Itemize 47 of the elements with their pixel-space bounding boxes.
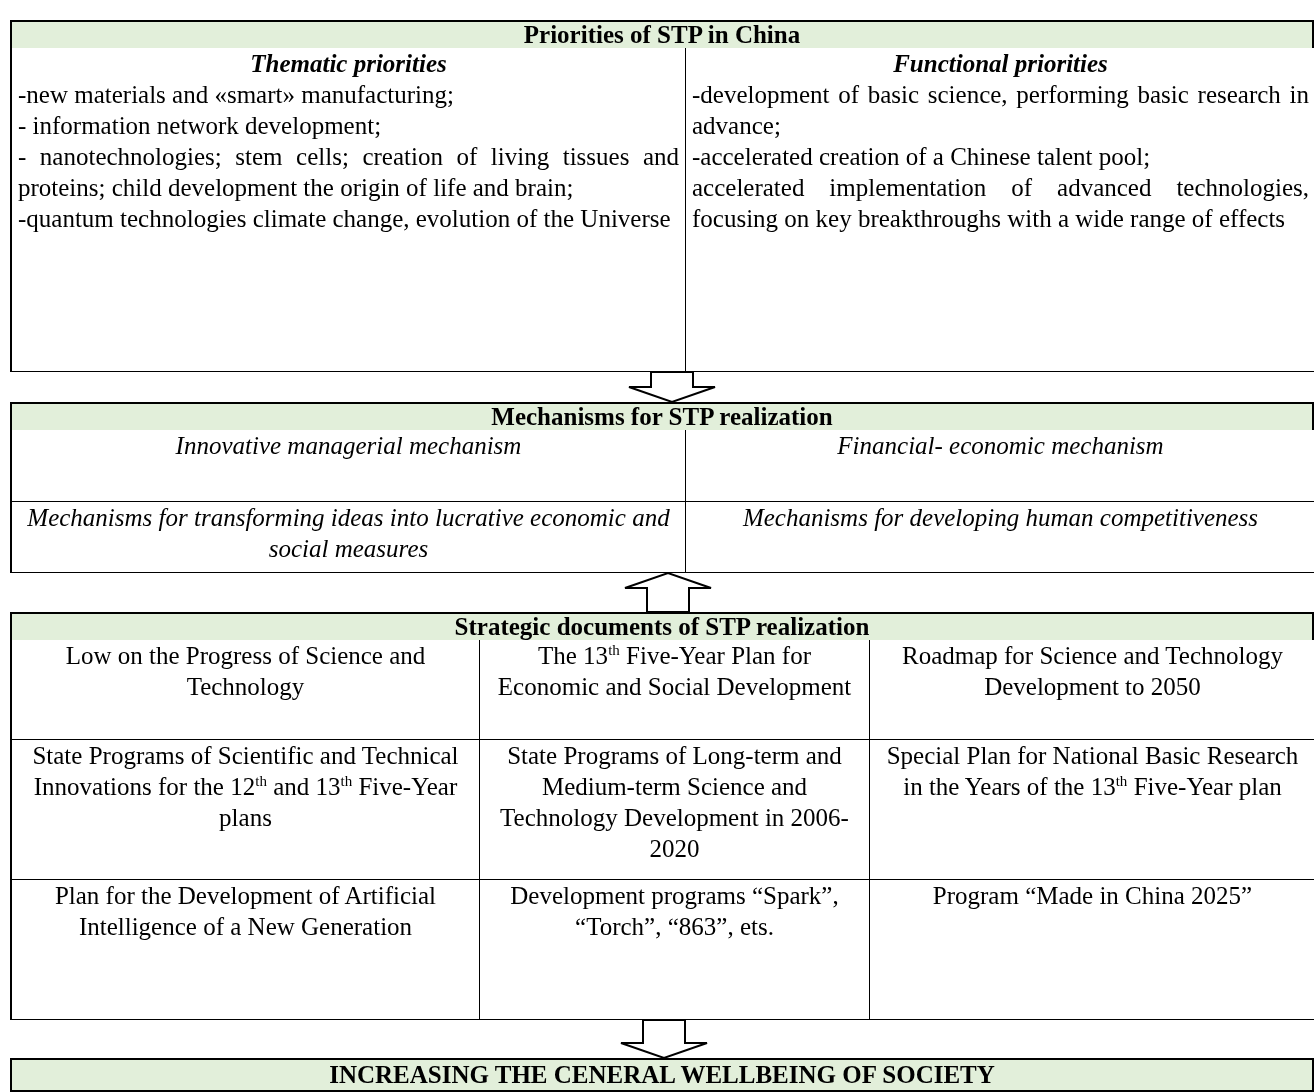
column-heading: Functional priorities xyxy=(892,49,1109,79)
block-arrow xyxy=(624,571,712,613)
cell-text: Roadmap for Science and Technology Development to 2050 xyxy=(901,641,1284,702)
table-panel xyxy=(10,402,1314,573)
list-item: -accelerated creation of a Chinese talent pool; xyxy=(692,142,1152,172)
list-item: -development of basic science, performing basic research in advance; xyxy=(692,80,1309,141)
list-item: -new materials and «smart» manufacturing; xyxy=(18,80,455,110)
table-header: Strategic documents of STP realization xyxy=(12,614,1312,642)
table-cell xyxy=(12,48,686,372)
table-cell xyxy=(12,430,686,502)
table-cell xyxy=(12,740,480,880)
table-cell xyxy=(686,502,1314,573)
cell-text: Mechanisms for developing human competitiveness xyxy=(741,503,1260,533)
cell-text: Mechanisms for transforming ideas into lucrative economic and social measures xyxy=(26,503,671,564)
table-cell xyxy=(870,640,1314,740)
table-cell xyxy=(480,880,870,1020)
cell-text: Innovative managerial mechanism xyxy=(174,431,523,461)
cell-text: State Programs of Long-term and Medium-term Science and Technology Development in 2006-2020 xyxy=(499,741,850,864)
table-cell xyxy=(686,48,1314,372)
cell-text: Special Plan for National Basic Research in the Years of the 13$^{th}$ Five-Year plan xyxy=(885,741,1300,802)
list-item: - information network development; xyxy=(18,111,383,141)
table-cell xyxy=(480,640,870,740)
block-arrow xyxy=(628,371,716,404)
cell-text: Program “Made in China 2025” xyxy=(931,881,1254,911)
cell-text: State Programs of Scientific and Technical Innovations for the 12$^{th}$ and 13$^{th}$ Five-Year plans xyxy=(31,741,460,833)
table-header: Mechanisms for STP realization xyxy=(12,404,1312,432)
table-cell xyxy=(870,740,1314,880)
block-arrow xyxy=(620,1019,708,1060)
table-cell xyxy=(12,502,686,573)
table-header: Priorities of STP in China xyxy=(12,22,1312,50)
table-cell xyxy=(480,740,870,880)
list-item: -quantum technologies climate change, evolution of the Universe xyxy=(18,204,672,234)
table-panel xyxy=(10,20,1314,372)
list-item: - nanotechnologies; stem cells; creation of living tissues and proteins; child development the origin of life and brain; xyxy=(18,142,679,203)
table-panel xyxy=(10,612,1314,1020)
cell-text: Development programs “Spark”, “Torch”, “863”, ets. xyxy=(509,881,840,942)
column-heading: Thematic priorities xyxy=(249,49,448,79)
result-banner: INCREASING THE CENERAL WELLBEING OF SOCIETY xyxy=(10,1058,1314,1092)
table-cell xyxy=(686,430,1314,502)
cell-text: Financial- economic mechanism xyxy=(836,431,1165,461)
cell-text: Low on the Progress of Science and Technology xyxy=(64,641,427,702)
table-cell xyxy=(12,640,480,740)
table-cell xyxy=(12,880,480,1020)
cell-text: The 13$^{th}$ Five-Year Plan for Economic and Social Development xyxy=(496,640,853,702)
cell-text: Plan for the Development of Artificial Intelligence of a New Generation xyxy=(53,881,438,942)
table-cell xyxy=(870,880,1314,1020)
list-item: accelerated implementation of advanced technologies, focusing on key breakthroughs with a wide range of effects xyxy=(692,173,1309,234)
